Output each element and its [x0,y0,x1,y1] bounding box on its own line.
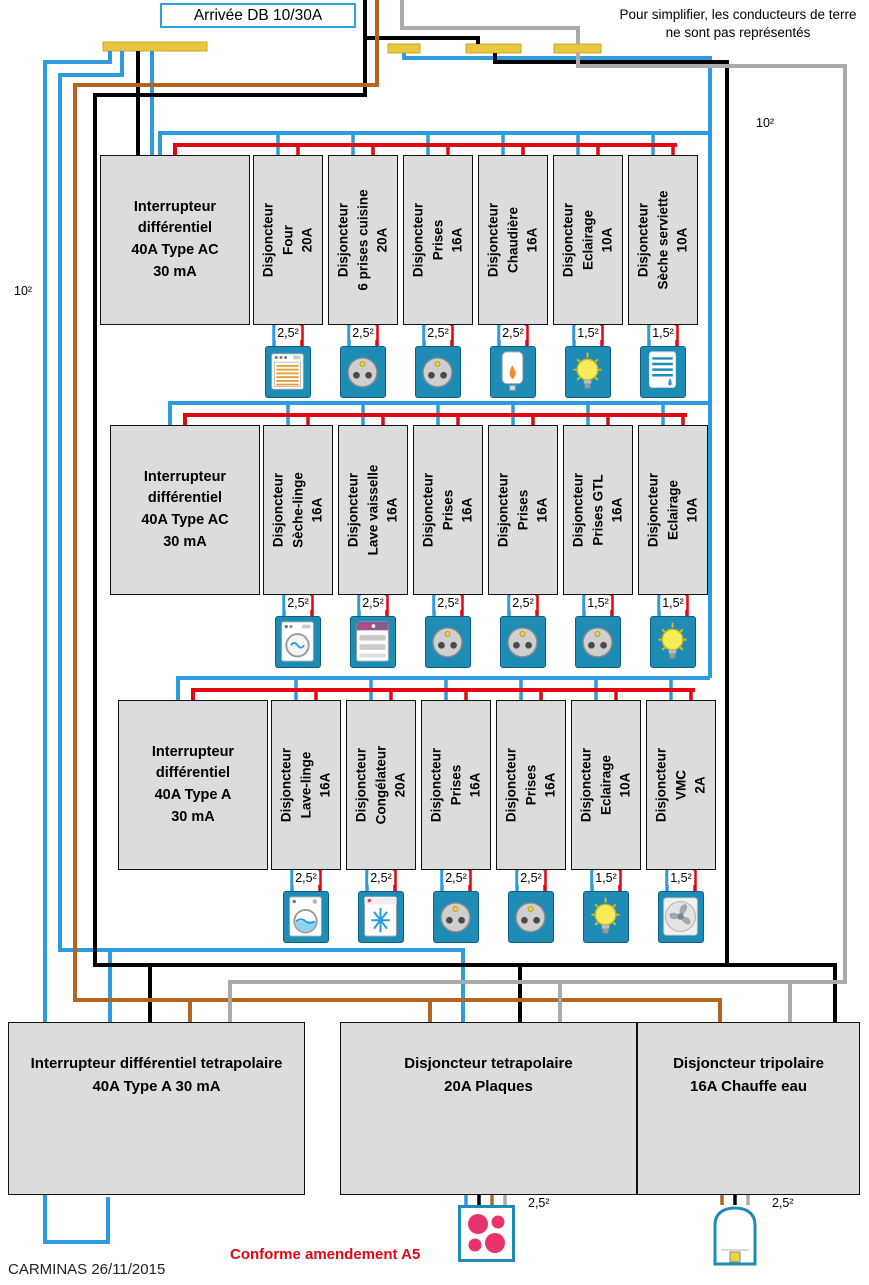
differential-tetrapolar-box: Interrupteur différentiel tetrapolaire 4… [8,1022,305,1195]
author-credit: CARMINAS 26/11/2015 [8,1261,166,1278]
incoming-supply-title: Arrivée DB 10/30A [160,3,356,28]
bulb-icon [650,616,696,668]
wire-gauge-10-right: 10² [756,116,775,130]
circuit-breaker: Disjoncteur Prises GTL 16A [563,425,633,595]
boiler-icon [490,346,536,398]
breaker-label: Disjoncteur Prises 16A [410,202,465,278]
towel-icon [640,346,686,398]
breaker-tripolar-water-heater-box: Disjoncteur tripolaire 16A Chauffe eau [637,1022,860,1195]
wire-gauge-label: 1,5² [660,596,686,610]
circuit-breaker: Disjoncteur Sèche-linge 16A [263,425,333,595]
wire-gauge-label: 2,5² [360,596,386,610]
oven-icon [265,346,311,398]
socket-icon [433,891,479,943]
wire-paths [43,0,847,1244]
wire-gauge-label: 2,5² [275,326,301,340]
breaker-label: Disjoncteur Lave-linge 16A [278,747,333,823]
circuit-breaker: Disjoncteur VMC 2A [646,700,716,870]
circuit-breaker: Disjoncteur Prises 16A [496,700,566,870]
differential-interrupter: Interrupteur différentiel 40A Type A 30 … [118,700,268,870]
wire-gauge-label: 2,5² [518,871,544,885]
breaker-label: Disjoncteur Prises GTL 16A [570,472,625,548]
wire-gauge-label: 1,5² [650,326,676,340]
breaker-label: Disjoncteur Four 20A [260,202,315,278]
wire-gauge-label: 1,5² [575,326,601,340]
wire-gauge-label: 2,5² [435,596,461,610]
circuit-breaker: Disjoncteur 6 prises cuisine 20A [328,155,398,325]
socket-icon [340,346,386,398]
breaker-label: Disjoncteur Prises 16A [428,747,483,823]
cooktop-icon [458,1205,515,1267]
wire-gauge-label: 2,5² [350,326,376,340]
wire-gauge-label: 2,5² [285,596,311,610]
wire-gauge-10-left: 10² [14,284,33,298]
breaker-label: Disjoncteur Eclairage 10A [645,472,700,548]
wire-gauge-label: 1,5² [593,871,619,885]
circuit-breaker: Disjoncteur Sèche serviette 10A [628,155,698,325]
circuit-breaker: Disjoncteur Eclairage 10A [571,700,641,870]
freezer-icon [358,891,404,943]
breaker-label: Disjoncteur Congélateur 20A [353,745,408,825]
wire-gauge-label: 2,5² [368,871,394,885]
wire-gauge-label: 2,5² [510,596,536,610]
breaker-label: Disjoncteur Lave vaisselle 16A [345,464,400,556]
breaker-label: Disjoncteur Eclairage 10A [578,747,633,823]
cooktop-wire-gauge: 2,5² [528,1196,550,1210]
circuit-breaker: Disjoncteur Prises 16A [488,425,558,595]
differential-interrupter: Interrupteur différentiel 40A Type AC 30… [100,155,250,325]
breaker-label: Disjoncteur 6 prises cuisine 20A [335,189,390,291]
socket-icon [575,616,621,668]
socket-icon [508,891,554,943]
washer-icon [283,891,329,943]
dryer-icon [275,616,321,668]
circuit-breaker: Disjoncteur Prises 16A [403,155,473,325]
wire-gauge-label: 2,5² [443,871,469,885]
circuit-breaker: Disjoncteur Four 20A [253,155,323,325]
socket-icon [500,616,546,668]
breaker-label: Disjoncteur Chaudière 16A [485,202,540,278]
circuit-breaker: Disjoncteur Lave vaisselle 16A [338,425,408,595]
earth-conductors-note: Pour simplifier, les conducteurs de terr… [619,7,857,41]
breaker-label: Disjoncteur VMC 2A [653,747,708,823]
circuit-breaker: Disjoncteur Chaudière 16A [478,155,548,325]
circuit-breaker: Disjoncteur Prises 16A [413,425,483,595]
breaker-label: Disjoncteur Prises 16A [503,747,558,823]
circuit-breaker: Disjoncteur Eclairage 10A [553,155,623,325]
amendment-note: Conforme amendement A5 [230,1246,421,1263]
wire-gauge-label: 2,5² [293,871,319,885]
breaker-label: Disjoncteur Sèche serviette 10A [635,190,690,290]
water-heater-icon [708,1205,762,1272]
breaker-tetrapolar-cooktop-box: Disjoncteur tetrapolaire 20A Plaques [340,1022,637,1195]
breaker-label: Disjoncteur Prises 16A [420,472,475,548]
breaker-label: Disjoncteur Sèche-linge 16A [270,472,325,548]
wire-gauge-label: 2,5² [425,326,451,340]
wire-gauge-label: 1,5² [668,871,694,885]
wire-gauge-label: 1,5² [585,596,611,610]
circuit-breaker: Disjoncteur Congélateur 20A [346,700,416,870]
water-heater-wire-gauge: 2,5² [772,1196,794,1210]
differential-interrupter: Interrupteur différentiel 40A Type AC 30… [110,425,260,595]
socket-icon [415,346,461,398]
breaker-label: Disjoncteur Eclairage 10A [560,202,615,278]
fan-icon [658,891,704,943]
wire-gauge-label: 2,5² [500,326,526,340]
circuit-breaker: Disjoncteur Prises 16A [421,700,491,870]
bulb-icon [565,346,611,398]
breaker-label: Disjoncteur Prises 16A [495,472,550,548]
dishwasher-icon [350,616,396,668]
circuit-breaker: Disjoncteur Lave-linge 16A [271,700,341,870]
bulb-icon [583,891,629,943]
socket-icon [425,616,471,668]
circuit-breaker: Disjoncteur Eclairage 10A [638,425,708,595]
